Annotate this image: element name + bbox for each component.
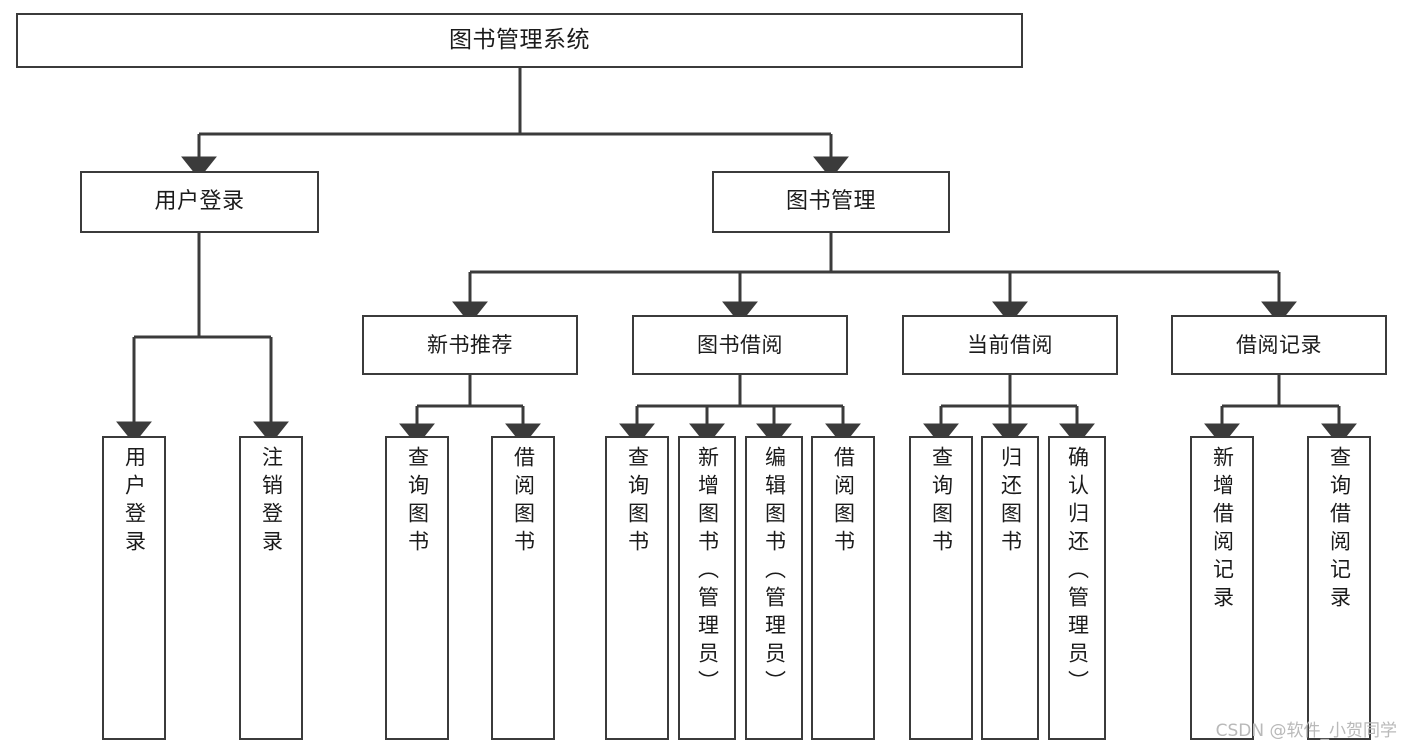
node-label: 查询图书: [929, 446, 954, 558]
leaf-borrow-edit-book-admin[interactable]: 编辑图书（管理员）: [745, 436, 803, 740]
node-label: 注销登录: [259, 446, 284, 558]
leaf-record-query-record[interactable]: 查询借阅记录: [1307, 436, 1371, 740]
node-label: 用户登录: [154, 189, 245, 215]
node-label: 新增借阅记录: [1210, 446, 1235, 614]
node-label: 图书管理系统: [449, 27, 590, 54]
node-label: 用户登录: [122, 446, 147, 558]
node-root-book-management-system[interactable]: 图书管理系统: [16, 13, 1023, 68]
node-label: 新书推荐: [427, 332, 513, 357]
node-label: 查询图书: [625, 446, 650, 558]
watermark: CSDN @软件_小贺同学: [1215, 721, 1397, 741]
node-label: 借阅图书: [831, 446, 856, 558]
node-book-management[interactable]: 图书管理: [712, 171, 950, 233]
leaf-new-book-query[interactable]: 查询图书: [385, 436, 449, 740]
leaf-borrow-add-book-admin[interactable]: 新增图书（管理员）: [678, 436, 736, 740]
leaf-new-book-borrow[interactable]: 借阅图书: [491, 436, 555, 740]
leaf-user-login-login[interactable]: 用户登录: [102, 436, 166, 740]
node-label: 查询借阅记录: [1327, 446, 1352, 614]
node-new-book-recommend[interactable]: 新书推荐: [362, 315, 578, 375]
node-book-borrow[interactable]: 图书借阅: [632, 315, 848, 375]
node-label: 借阅图书: [511, 446, 536, 558]
node-label: 编辑图书（管理员）: [762, 446, 787, 698]
leaf-borrow-borrow-book[interactable]: 借阅图书: [811, 436, 875, 740]
node-label: 确认归还（管理员）: [1065, 446, 1090, 698]
leaf-current-confirm-return-admin[interactable]: 确认归还（管理员）: [1048, 436, 1106, 740]
leaf-record-add-record[interactable]: 新增借阅记录: [1190, 436, 1254, 740]
node-label: 图书管理: [785, 189, 876, 215]
node-borrow-record[interactable]: 借阅记录: [1171, 315, 1387, 375]
node-label: 当前借阅: [967, 332, 1053, 357]
node-label: 归还图书: [998, 446, 1023, 558]
leaf-current-return-book[interactable]: 归还图书: [981, 436, 1039, 740]
node-label: 借阅记录: [1236, 332, 1322, 357]
leaf-current-query-book[interactable]: 查询图书: [909, 436, 973, 740]
leaf-user-login-logout[interactable]: 注销登录: [239, 436, 303, 740]
node-label: 新增图书（管理员）: [695, 446, 720, 698]
node-user-login[interactable]: 用户登录: [80, 171, 319, 233]
leaf-borrow-query-book[interactable]: 查询图书: [605, 436, 669, 740]
node-label: 查询图书: [405, 446, 430, 558]
node-label: 图书借阅: [697, 332, 783, 357]
node-current-borrow[interactable]: 当前借阅: [902, 315, 1118, 375]
